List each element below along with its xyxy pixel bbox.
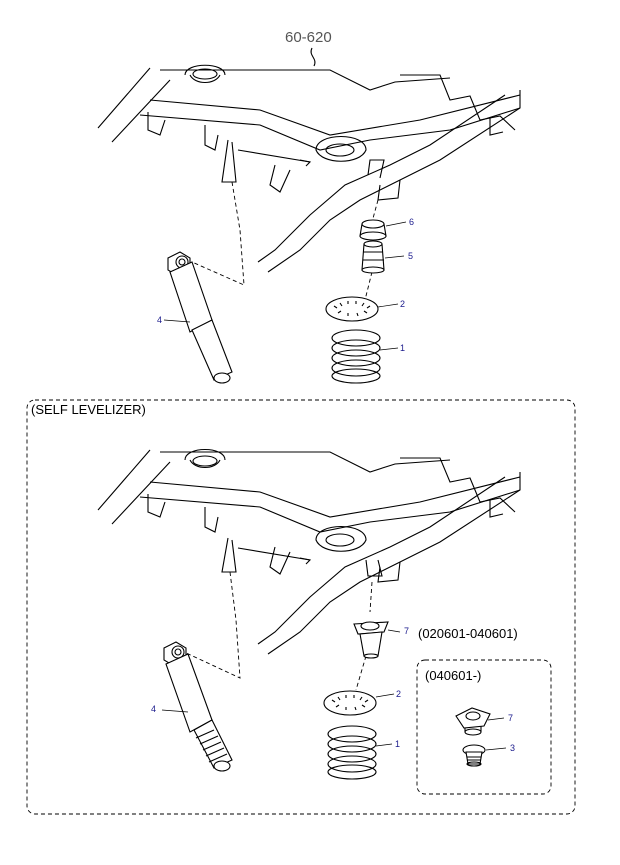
sub-variant-box — [416, 659, 552, 795]
spring-guide-top — [371, 199, 379, 223]
ref-code-label: 60-620 — [285, 29, 332, 46]
callout-mid-1: 1 — [395, 739, 400, 749]
spring-pad-mid — [323, 690, 377, 716]
callout-mid-7-range: (020601-040601) — [418, 626, 518, 641]
callout-sub-3: 3 — [510, 743, 515, 753]
spring-upper-seat-sub — [455, 707, 491, 736]
shock-guide-mid — [183, 571, 241, 679]
callout-mid-4: 4 — [151, 704, 156, 714]
callout-top-1: 1 — [400, 343, 405, 353]
bump-stopper-cap — [359, 219, 387, 241]
coil-spring-top — [331, 329, 381, 384]
callout-top-5: 5 — [408, 251, 413, 261]
spring-upper-seat-mid — [353, 621, 389, 659]
callout-top-6: 6 — [409, 217, 414, 227]
callout-mid-2: 2 — [396, 689, 401, 699]
ref-pointer — [310, 47, 316, 67]
self-levelizer-title: (SELF LEVELIZER) — [31, 402, 146, 417]
bumper-rubber — [361, 240, 385, 274]
sub-variant-title: (040601-) — [425, 668, 481, 683]
shock-absorber-mid — [163, 641, 233, 772]
callout-mid-7: 7 — [404, 626, 409, 636]
frame-top — [97, 64, 521, 273]
shock-guide-top — [191, 181, 245, 286]
callout-top-2: 2 — [400, 299, 405, 309]
frame-mid — [97, 449, 521, 655]
callout-top-4: 4 — [157, 315, 162, 325]
callout-sub-7: 7 — [508, 713, 513, 723]
shock-absorber-top — [167, 251, 233, 384]
spacer-sub — [462, 744, 486, 767]
spring-pad-top — [325, 296, 379, 322]
coil-spring-mid — [327, 725, 377, 780]
self-levelizer-box — [26, 399, 576, 815]
